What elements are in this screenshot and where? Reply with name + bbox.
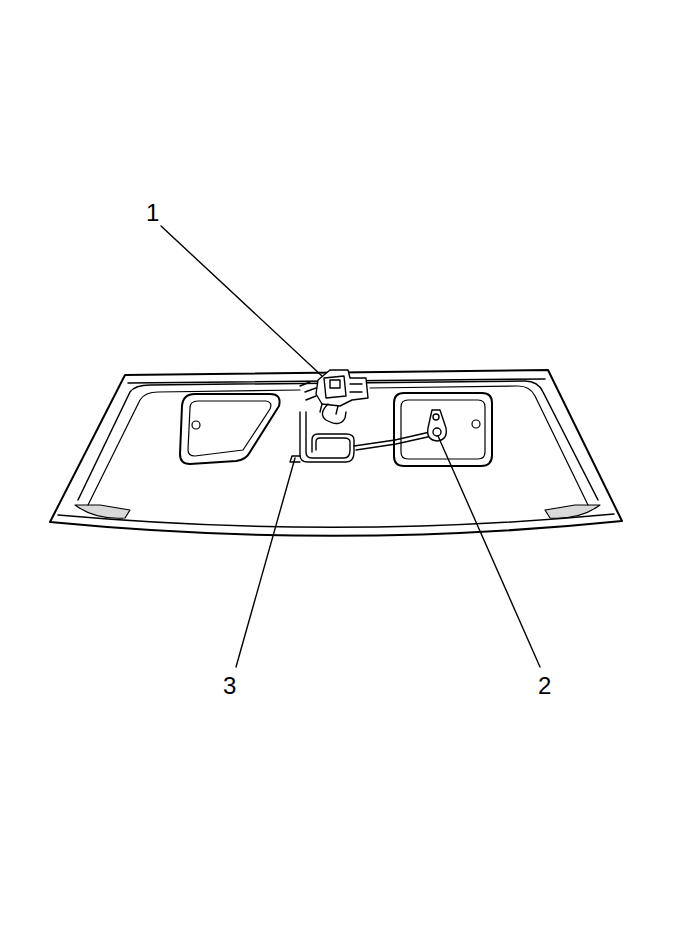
hole <box>472 420 480 428</box>
access-opening <box>394 393 492 466</box>
leader-line <box>161 226 322 376</box>
callout-number: 3 <box>223 674 236 698</box>
hole <box>192 421 200 429</box>
grommet <box>428 410 447 441</box>
hinge-mount <box>545 505 600 518</box>
panel-edge <box>58 514 614 527</box>
callout-number: 1 <box>146 201 159 225</box>
access-opening <box>188 401 271 456</box>
access-opening <box>401 400 485 459</box>
inner-flange <box>370 386 588 505</box>
access-opening <box>180 394 280 464</box>
callout-number: 2 <box>538 674 551 698</box>
leader-line <box>236 458 295 667</box>
leader-line <box>438 436 540 667</box>
hinge-mount <box>75 505 130 518</box>
inner-flange <box>88 390 300 505</box>
wiring-harness <box>290 404 432 462</box>
latch-assembly <box>300 370 368 414</box>
decklid-panel <box>50 370 622 536</box>
